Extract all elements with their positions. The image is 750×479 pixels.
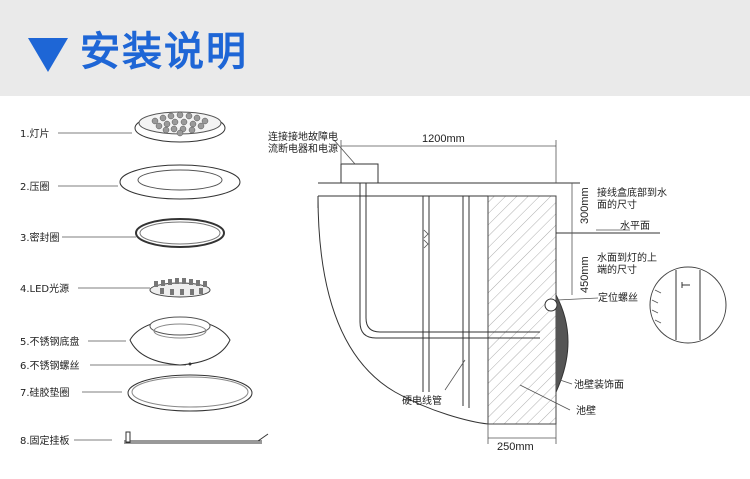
screw-label: 定位螺丝 <box>598 291 638 304</box>
dimension-250: 250mm <box>497 441 534 453</box>
page-header: 安装说明 <box>0 0 750 96</box>
box-label-line2: 流断电器和电源 <box>268 142 338 155</box>
wall-trim-label: 池壁装饰面 <box>574 378 624 391</box>
part-led-drawing <box>149 278 211 298</box>
dimension-1200: 1200mm <box>422 133 465 145</box>
pool-section-drawing <box>317 139 727 444</box>
screw-dot <box>188 362 192 366</box>
part-base-drawing <box>129 316 231 366</box>
part-label-6: 6.不锈钢螺丝 <box>20 359 80 372</box>
dimension-300: 300mm <box>579 187 591 224</box>
part-ring-drawing <box>119 164 241 200</box>
wall-label: 池壁 <box>576 404 596 417</box>
conduit-label: 硬电线管 <box>402 394 442 407</box>
box-label-line1: 连接接地故障电 <box>268 130 338 143</box>
junction-note-line2: 面的尺寸 <box>597 198 637 211</box>
dimension-450: 450mm <box>579 256 591 293</box>
part-leaders <box>58 132 186 441</box>
part-label-2: 2.压圈 <box>20 181 50 193</box>
part-gasket-drawing <box>127 374 253 412</box>
page-title: 安装说明 <box>80 29 248 75</box>
part-label-8: 8.固定挂板 <box>20 434 70 447</box>
water-level-label: 水平面 <box>620 220 650 232</box>
part-label-1: 1.灯片 <box>20 127 50 140</box>
part-label-3: 3.密封圈 <box>20 231 60 244</box>
lamp-note-line1: 水面到灯的上 <box>597 251 657 264</box>
part-lens-drawing <box>134 111 226 143</box>
part-seal-drawing <box>135 218 225 248</box>
part-bracket-drawing <box>124 431 269 444</box>
junction-note-line1: 接线盒底部到水 <box>597 186 667 199</box>
part-label-7: 7.硅胶垫圈 <box>20 386 70 399</box>
lamp-note-line2: 端的尺寸 <box>597 263 637 276</box>
triangle-marker-icon <box>28 38 68 72</box>
part-label-4: 4.LED光源 <box>20 282 69 295</box>
part-label-5: 5.不锈钢底盘 <box>20 335 80 348</box>
